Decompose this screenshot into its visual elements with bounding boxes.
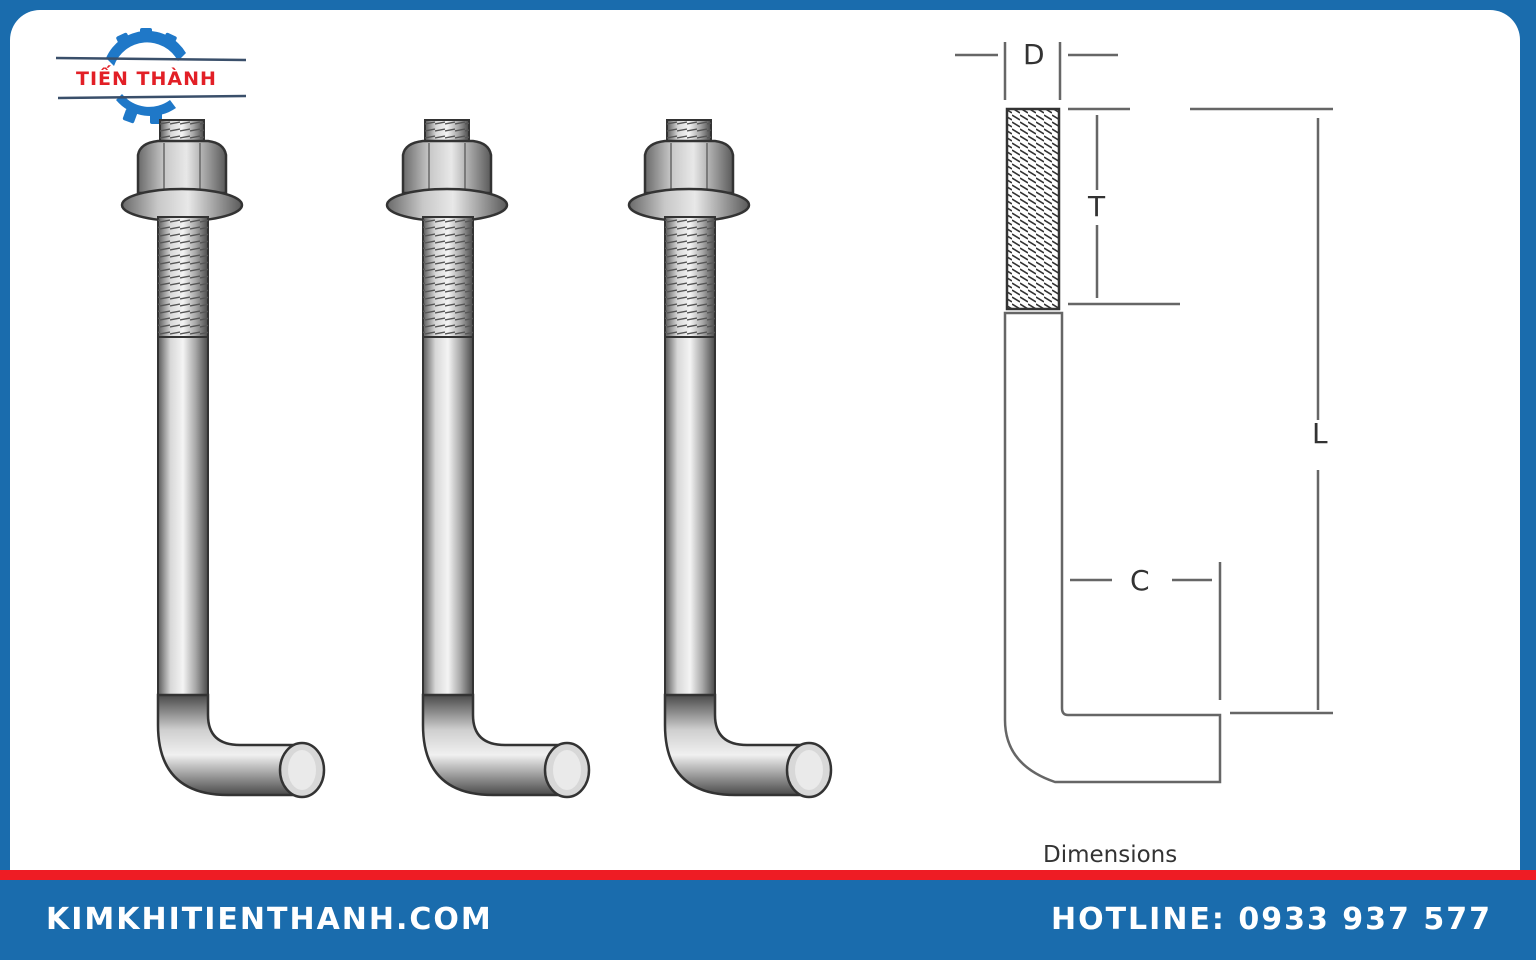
website-link[interactable]: KIMKHITIENTHANH.COM	[46, 902, 493, 937]
dimension-label-d: D	[1023, 38, 1045, 71]
dimension-label-c: C	[1130, 564, 1150, 597]
j-anchor-bolt-image-1	[120, 119, 326, 799]
content-panel: TIẾN THÀNH	[10, 10, 1520, 890]
accent-divider	[0, 870, 1536, 880]
j-anchor-bolt-image-3	[627, 119, 833, 799]
gear-icon	[55, 28, 247, 124]
j-anchor-bolt-image-2	[385, 119, 591, 799]
logo-text: TIẾN THÀNH	[76, 68, 217, 90]
dimension-label-l: L	[1312, 417, 1328, 450]
footer-bar: KIMKHITIENTHANH.COM HOTLINE: 0933 937 57…	[0, 880, 1536, 960]
hotline-text[interactable]: HOTLINE: 0933 937 577	[1050, 902, 1492, 937]
diagram-caption: Dimensions	[1043, 842, 1178, 868]
brand-logo: TIẾN THÀNH	[46, 28, 266, 128]
dimension-diagram	[955, 42, 1333, 784]
dimension-label-t: T	[1088, 190, 1106, 223]
